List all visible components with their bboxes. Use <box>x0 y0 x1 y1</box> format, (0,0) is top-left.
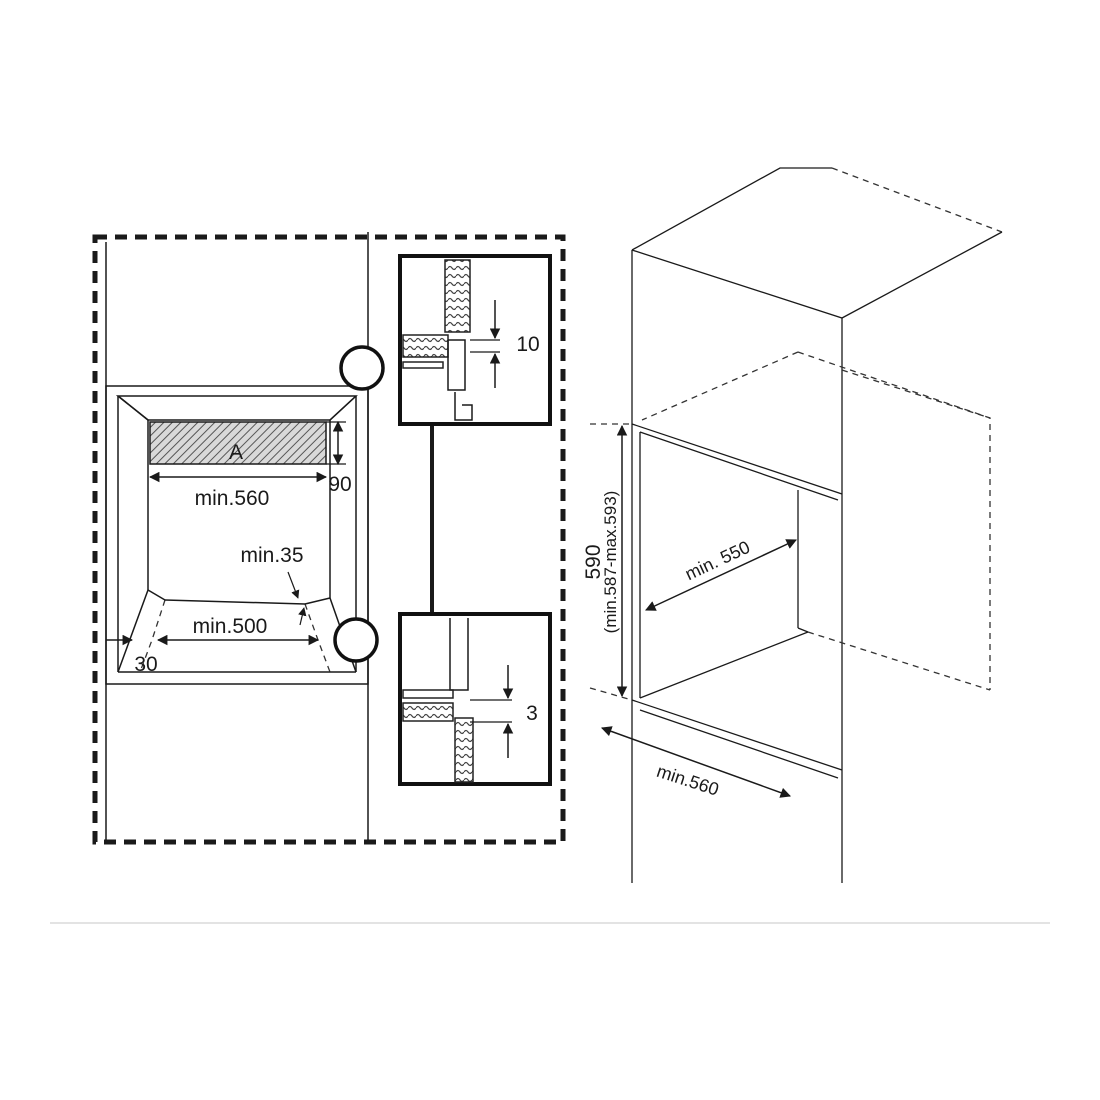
dim-3-label: 3 <box>526 702 538 725</box>
dim-35-label: min.35 <box>240 544 303 567</box>
dim-560-bottom-label: min.560 <box>654 761 721 800</box>
detail-bottom-box <box>398 612 552 786</box>
dim-30-label: 30 <box>134 653 157 676</box>
panel-a-label: A <box>229 441 243 464</box>
separator-line <box>50 922 1050 924</box>
dim-560-bottom-arrow <box>601 726 791 798</box>
oven-niche <box>105 385 369 685</box>
detail-top-marker-icon <box>339 345 385 391</box>
ventilation-panel-a <box>149 421 327 465</box>
dim-590-label: 590 <box>582 544 605 579</box>
dim-550-arrow <box>645 539 797 611</box>
detail-bottom-marker-icon <box>333 617 379 663</box>
dim-10-label: 10 <box>516 333 539 356</box>
dim-90-label: 90 <box>328 473 351 496</box>
dim-590-range-label: (min.587-max.593) <box>601 491 620 634</box>
dim-500-label: min.500 <box>193 615 268 638</box>
perspective-view: min. 550 590 (min.587-max.593) min.560 <box>582 167 1003 883</box>
cabinet-outline-dashed <box>92 234 566 845</box>
dim-560-label: min.560 <box>195 487 270 510</box>
detail-callouts: 10 3 <box>333 254 552 786</box>
